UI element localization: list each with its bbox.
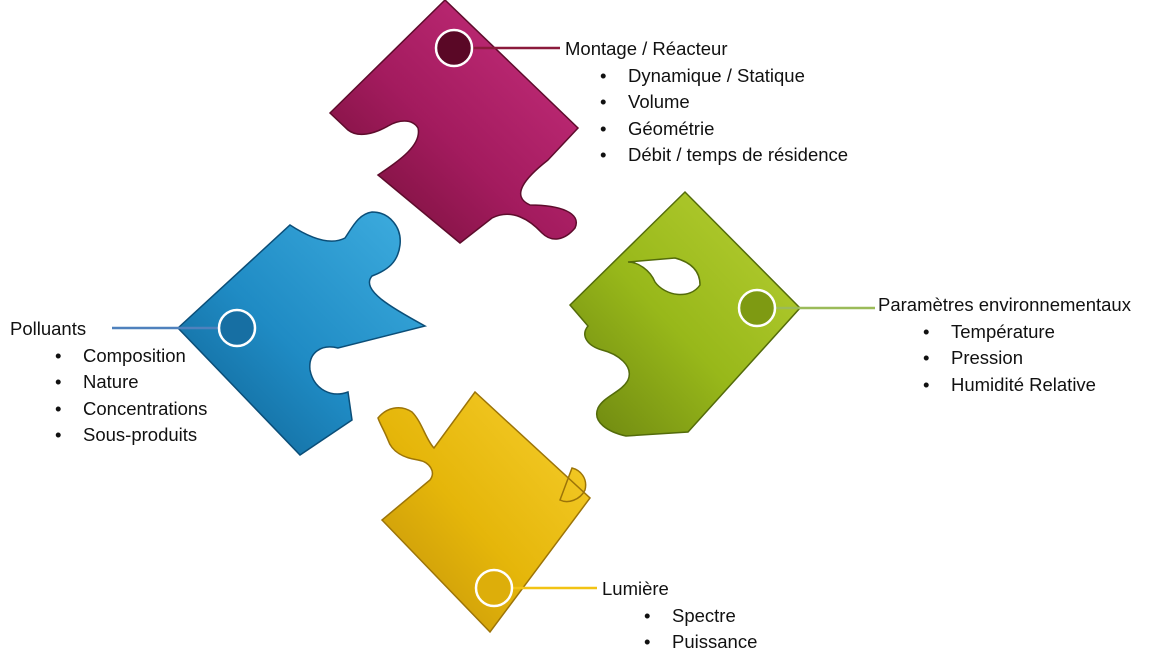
connector-circle-parametres [737,288,777,328]
bullet-item: Dynamique / Statique [600,63,848,90]
connector-circle-montage [434,28,474,68]
label-block-montage: Montage / Réacteur Dynamique / Statique … [565,36,848,169]
label-lumiere-title: Lumière [602,578,669,599]
bullet-item: Géométrie [600,116,848,143]
bullet-item: Débit / temps de résidence [600,142,848,169]
label-block-parametres: Paramètres environnementaux Température … [878,292,1131,398]
bullet-item: Composition [55,343,207,370]
bullet-item: Nature [55,369,207,396]
bullet-item: Température [923,319,1131,346]
puzzle-piece-montage [328,0,580,244]
label-block-polluants: Polluants Composition Nature Concentrati… [10,316,207,449]
bullet-item: Pression [923,345,1131,372]
label-parametres-title: Paramètres environnementaux [878,294,1131,315]
label-polluants-title: Polluants [10,318,87,339]
bullet-item: Volume [600,89,848,116]
puzzle-piece-parametres [568,190,802,437]
bullet-item: Sous-produits [55,422,207,449]
bullet-item: Puissance [644,629,757,656]
label-block-lumiere: Lumière Spectre Puissance [602,576,757,656]
bullet-item: Humidité Relative [923,372,1131,399]
connector-circle-polluants [217,308,257,348]
puzzle-piece-polluants [176,211,428,456]
puzzle-piece-lumiere [377,390,592,634]
connector-circle-lumiere [474,568,514,608]
bullet-item: Spectre [644,603,757,630]
label-montage-title: Montage / Réacteur [565,38,728,59]
bullet-item: Concentrations [55,396,207,423]
